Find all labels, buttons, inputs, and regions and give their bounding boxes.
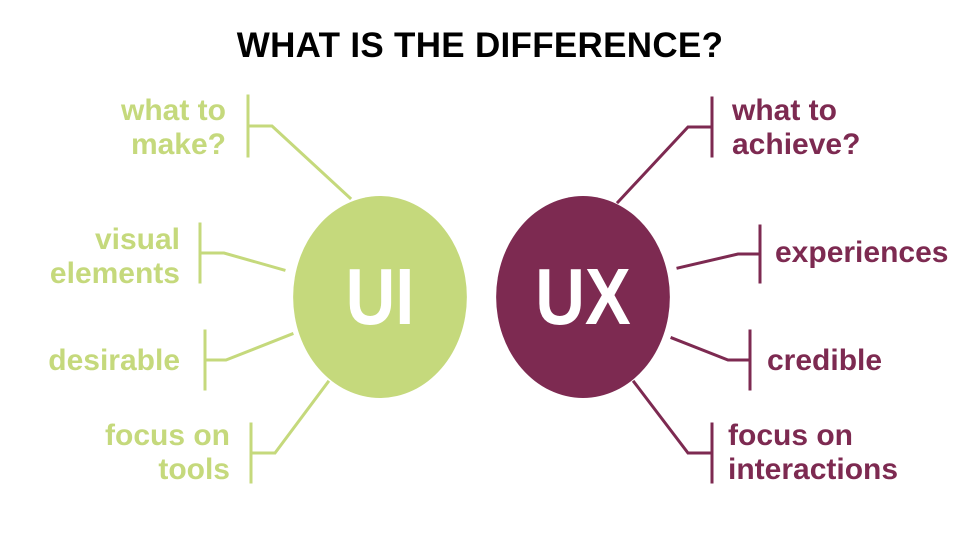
ui-connectors xyxy=(198,94,353,484)
ui-label-focus-on-tools: focus on tools xyxy=(105,419,230,486)
ui-connector-desirable xyxy=(203,329,294,391)
ui-label-what-to-make: what to make? xyxy=(121,94,226,161)
page-title: WHAT IS THE DIFFERENCE? xyxy=(236,26,724,65)
ux-connectors xyxy=(615,96,762,484)
ux-circle: UX xyxy=(496,196,670,398)
ux-connector-credible xyxy=(670,329,752,391)
ui-circle-label: UI xyxy=(345,252,415,341)
ui-label-desirable: desirable xyxy=(48,344,180,377)
ux-label-experiences: experiences xyxy=(775,236,949,269)
ux-connector-experiences xyxy=(676,224,762,284)
ui-connector-focus-on-tools xyxy=(249,379,331,484)
ui-label-visual-elements: visual elements xyxy=(49,223,180,290)
ux-connector-what-to-achieve xyxy=(615,96,714,205)
ui-connector-what-to-make xyxy=(246,94,353,201)
ui-circle: UI xyxy=(293,196,467,398)
ux-label-focus-on-interactions: focus on interactions xyxy=(728,419,899,486)
ux-connector-focus-on-interactions xyxy=(631,379,714,484)
ui-connector-visual-elements xyxy=(198,222,286,284)
ux-circle-label: UX xyxy=(535,252,631,341)
ux-label-what-to-achieve: what to achieve? xyxy=(732,94,861,161)
ux-label-credible: credible xyxy=(767,344,883,377)
